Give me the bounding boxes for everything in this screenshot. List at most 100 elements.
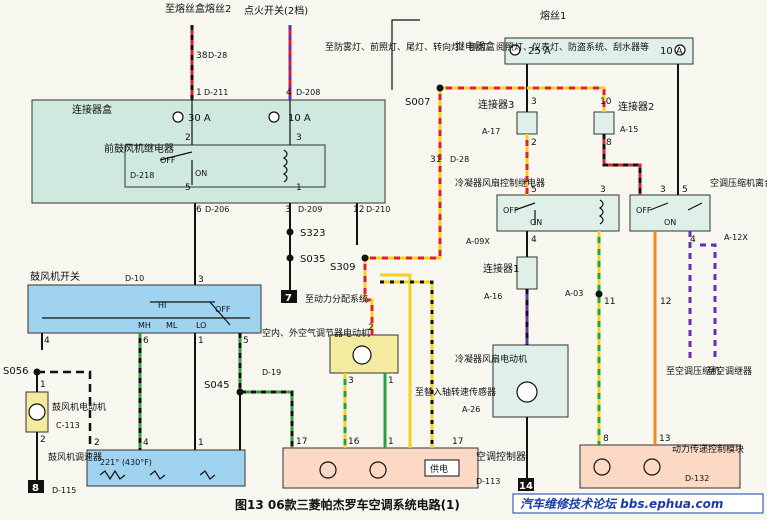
pin-5-cr: 5 bbox=[531, 185, 537, 195]
code-d10: D-10 bbox=[125, 274, 144, 283]
label-off-2: OFF bbox=[503, 206, 519, 215]
connector2-box bbox=[593, 111, 615, 135]
resistor-zigzag bbox=[99, 469, 216, 481]
front-relay-coil bbox=[282, 149, 288, 183]
pin-31: 31 bbox=[430, 155, 441, 165]
pin-8-c2: 8 bbox=[606, 138, 612, 148]
label-s056: S056 bbox=[3, 366, 28, 377]
splice-s309 bbox=[361, 254, 369, 262]
transistors bbox=[319, 458, 661, 479]
label-front-blower-relay: 前鼓风机继电器 bbox=[104, 142, 174, 155]
pin-3-intake: 1 bbox=[388, 376, 394, 386]
pin-4-cr: 4 bbox=[531, 235, 537, 245]
code-c113: C-113 bbox=[56, 421, 80, 430]
pin-5-relay: 5 bbox=[185, 183, 191, 193]
label-off-sw: OFF bbox=[215, 305, 231, 314]
label-src-fuse2: 至熔丝盒熔丝2 bbox=[165, 2, 231, 15]
relay-symbols bbox=[42, 149, 703, 481]
code-a03: A-03 bbox=[565, 289, 583, 298]
code-d19: D-19 bbox=[262, 368, 281, 377]
fuse-25a-mark bbox=[509, 44, 521, 56]
ground-7-label: 7 bbox=[285, 293, 292, 304]
pin-2-relay: 2 bbox=[185, 133, 191, 143]
code-a15: A-15 bbox=[620, 125, 638, 134]
connector-box-panel bbox=[31, 99, 386, 204]
label-temp: 221° (430°F) bbox=[100, 458, 152, 467]
label-blower-switch: 鼓风机开关 bbox=[30, 270, 80, 283]
splice-s007 bbox=[436, 84, 444, 92]
label-on-3: ON bbox=[664, 218, 676, 227]
pin-38: 38 bbox=[196, 51, 208, 61]
splice-s035 bbox=[286, 254, 294, 262]
text-labels: 至熔丝盒熔丝2 点火开关(2档) 熔丝1 继电器盒 25 A 10 A 连接器盒… bbox=[3, 2, 767, 494]
label-fuse-25a: 25 A bbox=[528, 46, 551, 57]
pin-16: 1 bbox=[388, 437, 394, 447]
code-d132: D-132 bbox=[685, 474, 709, 483]
label-intake-motor: 空内、外空气调节器电动机 bbox=[262, 327, 370, 339]
front-blower-relay-box bbox=[124, 144, 326, 188]
compressor-relay-box bbox=[629, 194, 711, 232]
label-s309: S309 bbox=[330, 262, 355, 273]
pin-5-comp: 5 bbox=[682, 185, 688, 195]
blower-switch-contacts bbox=[42, 301, 250, 326]
wire-purple-relay bbox=[700, 243, 717, 360]
pin-4-res: 4 bbox=[143, 438, 149, 448]
label-blower-resistor: 鼓风机调速器 bbox=[48, 451, 102, 463]
ground-14-box bbox=[518, 478, 534, 491]
label-to-ac-relay: 至空调继器 bbox=[707, 365, 752, 377]
ground-7-box bbox=[281, 290, 297, 303]
label-s323: S323 bbox=[300, 228, 325, 239]
watermark-box bbox=[512, 493, 764, 514]
comp-relay-switch bbox=[649, 202, 703, 211]
label-on-2: ON bbox=[530, 218, 542, 227]
pin-3-cr: 3 bbox=[600, 185, 606, 195]
label-hi: HI bbox=[158, 301, 166, 310]
label-mh: MH bbox=[138, 321, 151, 330]
label-conn-box: 连接器盒 bbox=[72, 103, 112, 116]
label-fuse-10a-l: 10 A bbox=[288, 113, 311, 124]
ground-markers bbox=[28, 290, 534, 493]
pin-numbers: 38 4 1 2 3 1 5 6 3 12 31 3 2 10 8 5 3 4 … bbox=[40, 51, 696, 448]
code-a09x: A-09X bbox=[466, 237, 490, 246]
label-lo: LO bbox=[196, 321, 206, 330]
wire-s007-bus-dash bbox=[365, 88, 442, 260]
code-d218: D-218 bbox=[130, 171, 154, 180]
pin-12-orange: 12 bbox=[660, 297, 671, 307]
pin-11: 11 bbox=[604, 297, 615, 307]
intake-motor-icon bbox=[352, 345, 372, 365]
label-fuse-10a-r: 10 A bbox=[660, 46, 683, 57]
pin-17-ac: 16 bbox=[348, 437, 360, 447]
pin-6-sw: 6 bbox=[143, 336, 149, 346]
code-a12x: A-12X bbox=[724, 233, 748, 242]
label-condenser-fan-relay: 冷凝器风扇控制继电器 bbox=[455, 177, 545, 189]
connector-codes: D-28 D-208 D-211 D-218 D-206 D-209 D-210… bbox=[52, 51, 748, 495]
label-to-lights: 至防雾灯、前照灯、尾灯、转向灯、侧灯、阅照灯、仪表灯、防盗系统、刮水器等 bbox=[325, 41, 649, 53]
pin-3-sw: 3 bbox=[198, 275, 204, 285]
watermark-text: 汽车维修技术论坛 bbs.ephua.com bbox=[520, 497, 723, 511]
connector1-box bbox=[516, 256, 538, 290]
pin-1-motor: 1 bbox=[40, 380, 46, 390]
label-relay-box: 继电器盒 bbox=[455, 40, 495, 53]
relay-box-panel bbox=[504, 37, 694, 65]
label-compressor-relay: 空调压缩机离合器继电器 bbox=[710, 177, 767, 189]
pin-3-d209: 3 bbox=[285, 205, 291, 215]
fuse-30a-mark bbox=[172, 111, 184, 123]
splice-s056 bbox=[33, 368, 41, 376]
code-d211: D-211 bbox=[204, 88, 228, 97]
label-s035: S035 bbox=[300, 254, 325, 265]
wire-motor-s056 bbox=[37, 370, 92, 445]
front-relay-switch bbox=[159, 151, 193, 185]
pcm-transistor-2 bbox=[643, 458, 661, 476]
wire-yellow-sensor bbox=[380, 273, 412, 448]
wire-s045-dash bbox=[238, 333, 294, 448]
condenser-relay-coil bbox=[598, 199, 604, 225]
pin-3-c3: 3 bbox=[531, 97, 537, 107]
condenser-fan-motor-box bbox=[492, 344, 569, 418]
fuse-symbols bbox=[172, 44, 686, 123]
code-d28-mid: D-28 bbox=[450, 155, 469, 164]
pin-6: 6 bbox=[196, 205, 202, 215]
label-off-3: OFF bbox=[636, 206, 652, 215]
pin-1-intake: 2 bbox=[368, 323, 374, 333]
code-d208: D-208 bbox=[296, 88, 320, 97]
